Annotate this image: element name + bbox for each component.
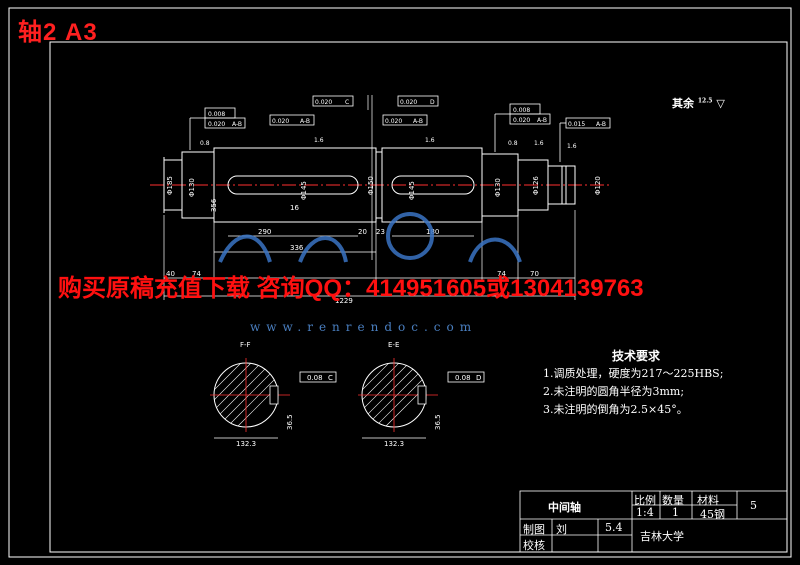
svg-text:E-E: E-E xyxy=(388,341,399,349)
sheet-title: 轴2 A3 xyxy=(18,19,98,46)
scale-value: 1:4 xyxy=(636,506,654,519)
svg-text:A-B: A-B xyxy=(232,121,242,128)
drawn-by: 刘 xyxy=(556,523,567,536)
svg-text:356: 356 xyxy=(210,198,218,212)
svg-text:C: C xyxy=(345,99,349,106)
drawn-label: 制图 xyxy=(523,523,545,536)
section-text: F-F 132.3 36.5 0.08 C E-E 132.3 36.5 0.0… xyxy=(236,341,481,448)
outer-frame xyxy=(8,7,792,558)
svg-text:Φ120: Φ120 xyxy=(594,176,602,195)
svg-text:290: 290 xyxy=(258,228,271,236)
svg-text:F-F: F-F xyxy=(240,341,251,349)
svg-text:0.020: 0.020 xyxy=(315,99,332,106)
svg-text:0.020: 0.020 xyxy=(513,117,530,124)
tolerance-text: 0.020 C 0.020 D 0.020 A-B 0.008 0.020 A-… xyxy=(208,99,606,128)
svg-text:0.008: 0.008 xyxy=(208,111,225,118)
title-block xyxy=(519,490,788,553)
scale-label: 比例 xyxy=(634,494,656,507)
svg-text:0.020: 0.020 xyxy=(208,121,225,128)
svg-text:74: 74 xyxy=(192,270,201,278)
purchase-banner: 购买原稿充值下载 咨询QQ：414951605或1304139763 xyxy=(58,275,644,302)
inner-frame xyxy=(49,41,788,553)
svg-text:132.3: 132.3 xyxy=(384,440,404,448)
svg-text:70: 70 xyxy=(530,270,539,278)
svg-text:Φ145: Φ145 xyxy=(408,181,416,200)
watermark-url: www.renrendoc.com xyxy=(250,320,478,334)
svg-text:A-B: A-B xyxy=(413,118,423,125)
tech-requirement-2: 2.未注明的圆角半径为3mm; xyxy=(543,385,685,398)
sheet-number: 5 xyxy=(750,499,757,512)
svg-text:0.8: 0.8 xyxy=(508,140,518,147)
svg-text:23: 23 xyxy=(376,228,385,236)
material-value: 45钢 xyxy=(700,508,725,521)
svg-text:0.08: 0.08 xyxy=(455,374,471,382)
tolerance-frames xyxy=(189,95,611,162)
svg-text:0.020: 0.020 xyxy=(272,118,289,125)
svg-text:0.020: 0.020 xyxy=(400,99,417,106)
drawn-date: 5.4 xyxy=(605,521,623,534)
svg-text:Φ130: Φ130 xyxy=(494,178,502,197)
svg-text:Φ130: Φ130 xyxy=(188,178,196,197)
roughness-note: 其余 12.5 ▽ xyxy=(672,95,725,111)
svg-text:1.6: 1.6 xyxy=(425,137,435,144)
svg-text:0.08: 0.08 xyxy=(307,374,323,382)
svg-text:40: 40 xyxy=(166,270,175,278)
qty-label: 数量 xyxy=(662,494,684,507)
tech-requirements-title: 技术要求 xyxy=(612,349,661,363)
svg-text:A-B: A-B xyxy=(596,121,606,128)
svg-text:1.6: 1.6 xyxy=(314,137,324,144)
roughness-note-value: 12.5 xyxy=(697,97,713,105)
roughness-note-label: 其余 xyxy=(672,97,694,110)
material-label: 材料 xyxy=(697,494,719,507)
checked-label: 校核 xyxy=(523,539,545,552)
roughness-symbol-icon: ▽ xyxy=(716,97,725,110)
roughness-marks: 0.8 1.6 1.6 0.8 1.6 1.6 xyxy=(200,137,577,150)
shaft-outline xyxy=(163,147,576,223)
svg-text:Φ126: Φ126 xyxy=(532,176,540,195)
svg-text:1.6: 1.6 xyxy=(534,140,544,147)
tech-requirement-1: 1.调质处理，硬度为217～225HBS; xyxy=(543,367,724,380)
svg-text:Φ145: Φ145 xyxy=(300,181,308,200)
school-name: 吉林大学 xyxy=(640,530,684,543)
tech-requirement-3: 3.未注明的倒角为2.5×45°。 xyxy=(543,403,688,416)
svg-text:A-B: A-B xyxy=(300,118,310,125)
watermark-logo-icon xyxy=(218,212,522,263)
svg-text:Φ185: Φ185 xyxy=(166,176,174,195)
svg-text:1.6: 1.6 xyxy=(567,143,577,150)
svg-text:0.8: 0.8 xyxy=(200,140,210,147)
svg-text:C: C xyxy=(328,374,333,382)
svg-text:1229: 1229 xyxy=(335,297,353,305)
svg-text:0.008: 0.008 xyxy=(513,107,530,114)
qty-value: 1 xyxy=(672,506,679,519)
svg-text:16: 16 xyxy=(290,204,299,212)
svg-text:A-B: A-B xyxy=(537,117,547,124)
svg-text:74: 74 xyxy=(497,270,506,278)
svg-text:336: 336 xyxy=(290,244,304,252)
svg-text:0.015: 0.015 xyxy=(568,121,585,128)
section-e-e xyxy=(358,358,485,439)
svg-text:0.020: 0.020 xyxy=(385,118,402,125)
svg-text:20: 20 xyxy=(358,228,367,236)
svg-text:36.5: 36.5 xyxy=(286,414,294,430)
svg-text:132.3: 132.3 xyxy=(236,440,256,448)
svg-text:D: D xyxy=(430,99,435,106)
svg-text:Φ150: Φ150 xyxy=(367,176,375,195)
section-f-f xyxy=(210,358,337,439)
svg-text:D: D xyxy=(476,374,481,382)
part-name: 中间轴 xyxy=(548,501,581,514)
svg-text:36.5: 36.5 xyxy=(434,414,442,430)
